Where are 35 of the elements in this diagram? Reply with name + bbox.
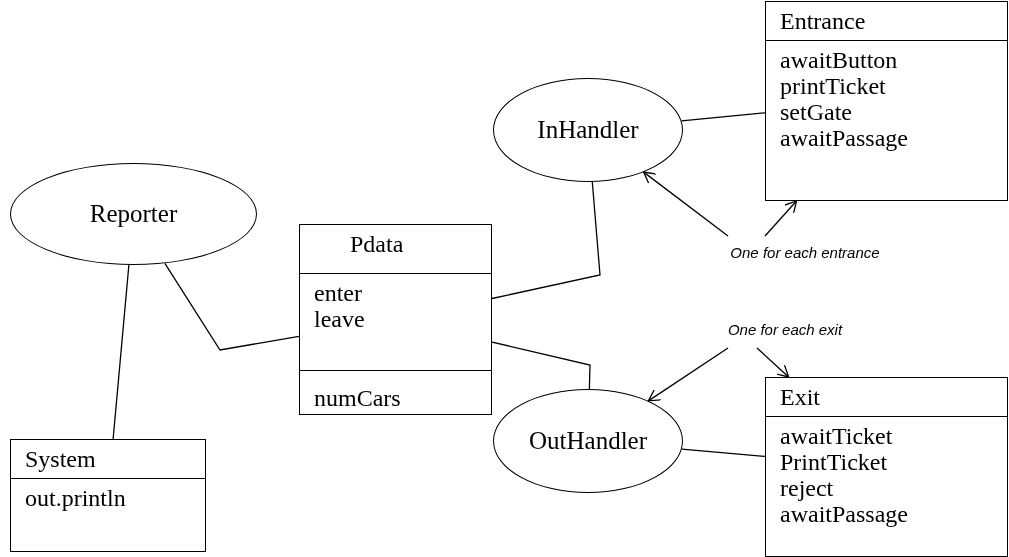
connector-line — [112, 264, 130, 440]
class-box — [299, 224, 492, 415]
arrow — [764, 200, 798, 237]
member-name: setGate — [780, 99, 852, 125]
member-name: enter — [314, 280, 362, 306]
connector-line — [164, 262, 300, 351]
class-name: Pdata — [350, 231, 404, 257]
class-box — [10, 439, 206, 552]
member-name: awaitTicket — [780, 423, 893, 449]
connector-line — [491, 341, 591, 390]
member-name: awaitPassage — [780, 501, 908, 527]
class-box — [765, 377, 1008, 557]
class-name: Entrance — [780, 8, 866, 34]
member-name: leave — [314, 306, 365, 332]
connector-line — [491, 181, 601, 300]
note-text: One for each entrance — [730, 244, 880, 262]
node-label: Reporter — [89, 201, 178, 227]
connector-line — [680, 112, 766, 122]
arrow — [643, 171, 729, 237]
member-name: PrintTicket — [780, 449, 888, 475]
class-box — [765, 1, 1008, 201]
member-name: reject — [780, 475, 834, 501]
member-name: out.println — [25, 485, 126, 511]
node-label: OutHandler — [529, 428, 647, 454]
member-name: awaitButton — [780, 47, 898, 73]
member-name: numCars — [314, 385, 401, 411]
node-label: InHandler — [537, 117, 639, 143]
member-name: awaitPassage — [780, 125, 908, 151]
arrow — [756, 347, 790, 378]
class-name: Exit — [780, 384, 820, 410]
class-name: System — [25, 446, 96, 472]
arrow — [647, 347, 729, 402]
note-text: One for each exit — [727, 321, 843, 339]
member-name: printTicket — [780, 73, 886, 99]
connector-line — [681, 448, 766, 458]
